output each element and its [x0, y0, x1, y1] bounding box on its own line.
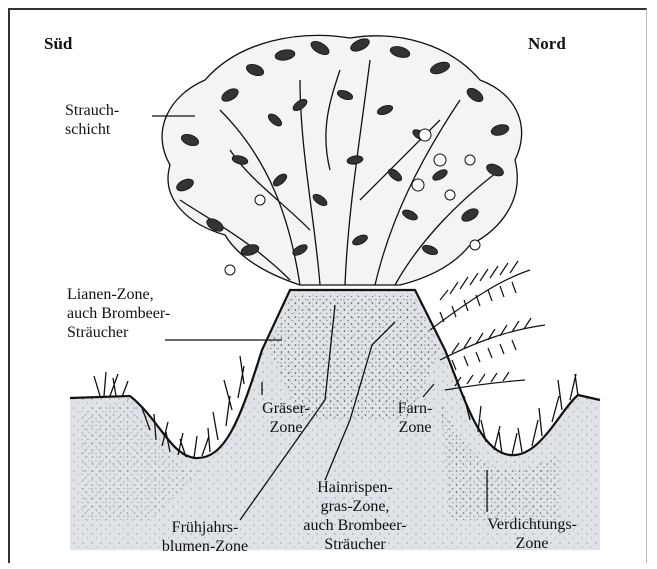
lianen-zone-label: Lianen-Zone, auch Brombeer- Sträucher	[67, 285, 170, 342]
strauchschicht-label: Strauch- schicht	[65, 101, 119, 139]
hainrispengras-zone-label: Hainrispen- gras-Zone, auch Brombeer- St…	[270, 478, 440, 554]
direction-north-label: Nord	[528, 34, 566, 53]
graeser-zone-label: Gräser- Zone	[248, 399, 324, 437]
verdichtungs-zone-label: Verdichtungs- Zone	[462, 515, 602, 553]
farn-zone-label: Farn- Zone	[385, 399, 445, 437]
direction-south-label: Süd	[44, 34, 72, 53]
fruehjahrsblumen-zone-label: Frühjahrs- blumen-Zone	[140, 518, 270, 556]
